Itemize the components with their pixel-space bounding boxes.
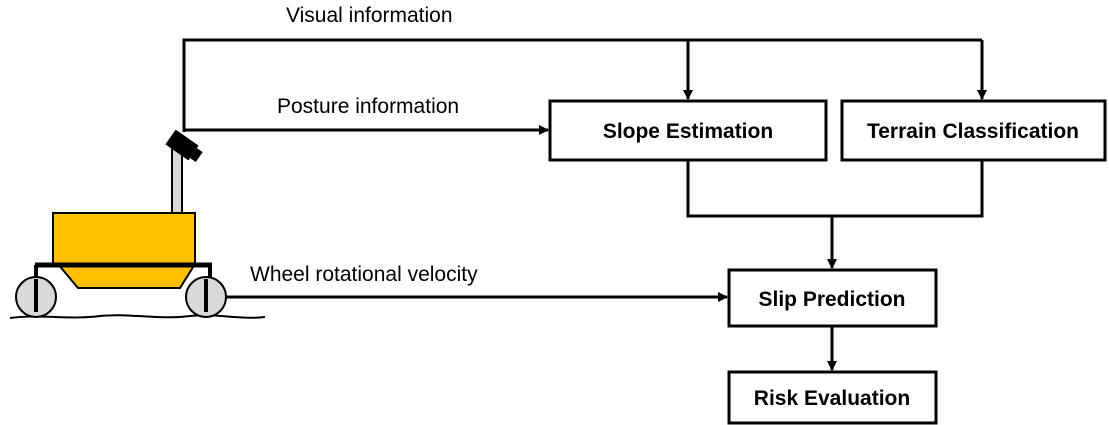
ground-line [9, 314, 266, 319]
camera-mast [171, 147, 183, 215]
slope-estimation-label: Slope Estimation [603, 120, 773, 143]
merge-line [686, 160, 984, 218]
slope-estimation-box: Slope Estimation [548, 99, 828, 162]
visual-info-label: Visual information [286, 4, 453, 27]
slip-prediction-label: Slip Prediction [758, 288, 905, 311]
posture-info-label: Posture information [277, 95, 459, 118]
terrain-classification-box: Terrain Classification [840, 99, 1107, 162]
visual-info-line [182, 38, 982, 132]
rover-lower-body [55, 263, 197, 289]
rover-body [52, 212, 196, 265]
slip-prediction-box: Slip Prediction [727, 268, 938, 328]
rover-illustration [9, 129, 266, 319]
terrain-classification-label: Terrain Classification [867, 120, 1079, 143]
connectors [182, 38, 987, 371]
camera-icon [165, 129, 203, 162]
risk-evaluation-box: Risk Evaluation [727, 370, 938, 425]
risk-evaluation-label: Risk Evaluation [754, 387, 910, 410]
wheel-velocity-label: Wheel rotational velocity [250, 263, 478, 286]
